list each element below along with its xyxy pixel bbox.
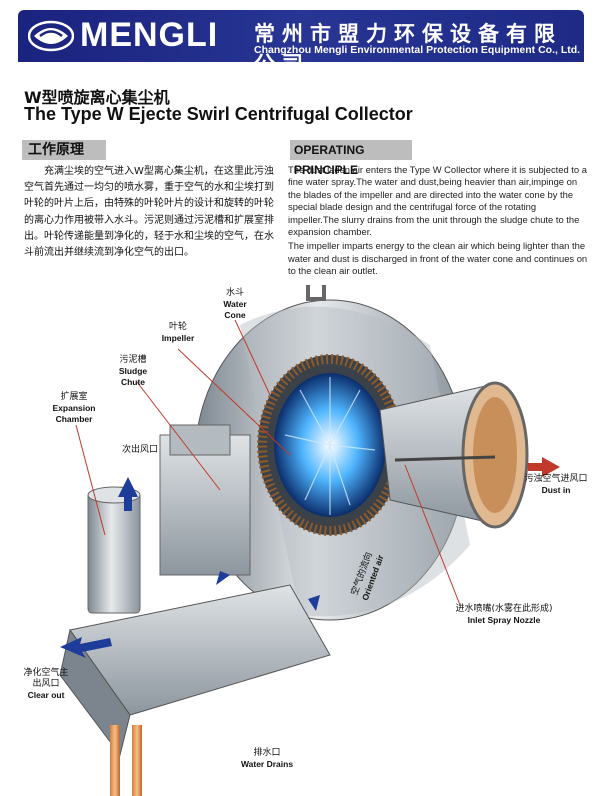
label-dust-in: 污浊空气进风口 Dust in bbox=[524, 474, 588, 495]
header-banner: MENGLI 常州市盟力环保设备有限公司 Changzhou Mengli En… bbox=[18, 10, 584, 76]
lifting-hook bbox=[306, 285, 326, 301]
expansion-chamber bbox=[87, 424, 251, 614]
flow-arrow-1-icon bbox=[216, 571, 230, 585]
clear-out-arrow-icon bbox=[60, 637, 112, 658]
main-outlet bbox=[59, 584, 331, 757]
secondary-outlet-arrow-icon bbox=[118, 477, 138, 511]
spray-nozzle-icon bbox=[394, 455, 496, 462]
principle-paragraph-1: The dust laden air enters the Type W Col… bbox=[288, 164, 587, 238]
company-name-en: Changzhou Mengli Environmental Protectio… bbox=[254, 44, 581, 56]
operating-principle-en: The dust laden air enters the Type W Col… bbox=[288, 164, 588, 280]
inlet-duct bbox=[379, 381, 529, 529]
label-secondary-outlet: 次出风口 bbox=[121, 445, 158, 455]
label-clear-out: 净化空气主出风口 Clear out bbox=[23, 668, 69, 700]
mengli-logo-icon bbox=[28, 20, 74, 52]
label-water-drains: 排水口 Water Drains bbox=[240, 748, 294, 769]
label-sludge-chute: 污泥槽 Sludge Chute bbox=[118, 355, 148, 387]
section-heading-en: OPERATING PRINCIPLE bbox=[290, 140, 412, 177]
label-water-cone: 水斗 Water Cone bbox=[223, 288, 247, 320]
leader-lines bbox=[75, 319, 461, 606]
brand-name: MENGLI bbox=[80, 16, 219, 54]
section-heading-cn: 工作原理 bbox=[22, 140, 106, 160]
principle-paragraph-2: The impeller imparts energy to the clean… bbox=[288, 240, 588, 277]
collector-diagram bbox=[59, 285, 560, 796]
flow-arrow-2-icon bbox=[308, 595, 320, 611]
label-impeller: 叶轮 Impeller bbox=[161, 322, 195, 343]
airflow-arrows bbox=[60, 457, 560, 658]
label-inlet-spray-nozzle: 进水喷嘴(水雾在此形成) Inlet Spray Nozzle bbox=[455, 604, 553, 625]
dust-in-arrow-icon bbox=[528, 457, 560, 477]
page-title-cn: W型喷旋离心集尘机 bbox=[24, 88, 170, 107]
label-expansion-chamber: 扩展室 Expansion Chamber bbox=[52, 392, 96, 424]
company-name-cn: 常州市盟力环保设备有限公司 bbox=[254, 22, 562, 76]
operating-principle-cn: 充满尘埃的空气进入W型离心集尘机，在这里此污浊空气首先通过一均匀的喷水雾，重于空… bbox=[24, 166, 274, 259]
water-drain-pipes bbox=[110, 725, 142, 796]
page-title-en: The Type W Ejecte Swirl Centrifugal Coll… bbox=[24, 104, 413, 124]
